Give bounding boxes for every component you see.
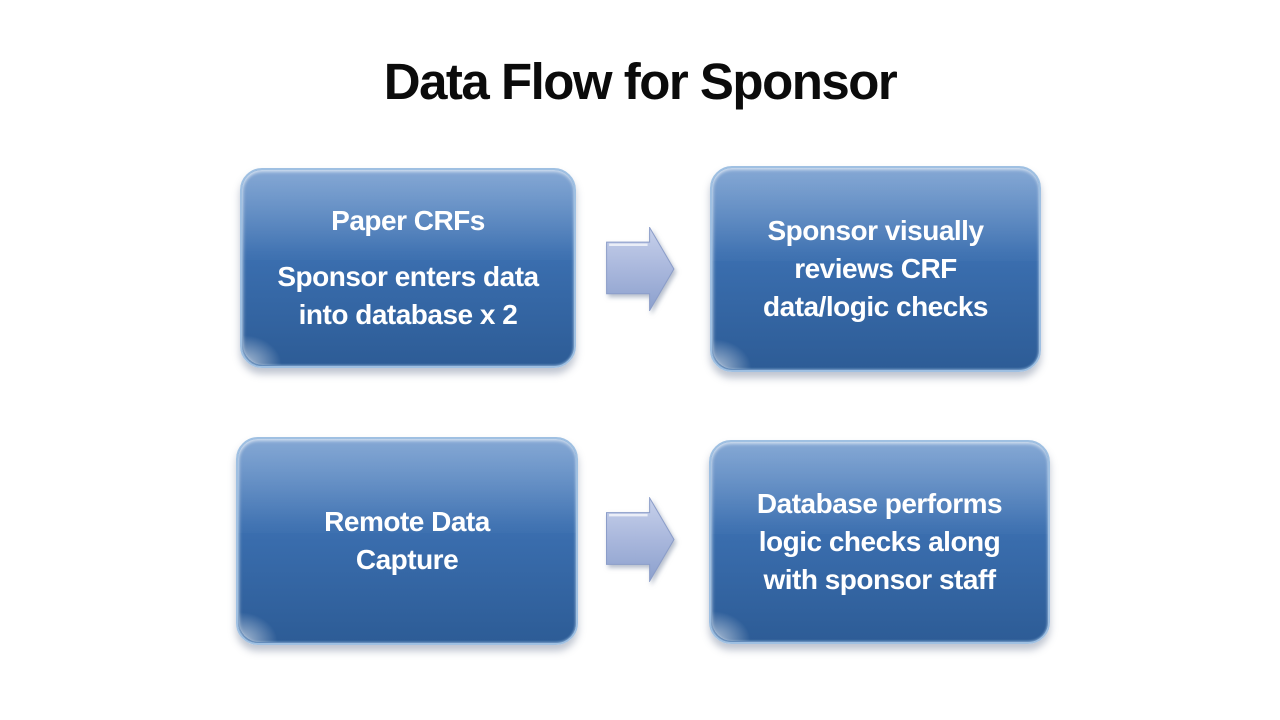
right-arrow-icon — [606, 227, 675, 311]
flow-box-sponsor-visual-review: Sponsor visually reviews CRF data/logic … — [710, 166, 1041, 372]
box-line: with sponsor staff — [763, 563, 996, 595]
box-line: Sponsor enters data — [277, 261, 539, 293]
box-line: Paper CRFs — [331, 205, 485, 237]
box-line: logic checks along — [758, 526, 1001, 558]
box-paragraph: Sponsor visually reviews CRF data/logic … — [763, 212, 988, 325]
box-paragraph: Paper CRFs — [331, 202, 485, 240]
box-line: Sponsor visually — [767, 215, 984, 247]
box-line: reviews CRF — [794, 253, 957, 285]
box-line: data/logic checks — [763, 290, 988, 322]
right-arrow-icon — [606, 497, 675, 582]
box-line: Capture — [355, 544, 459, 575]
box-line: into database x 2 — [298, 298, 518, 330]
flow-box-database-logic-checks: Database performs logic checks along wit… — [709, 440, 1050, 644]
box-line: Database performs — [756, 488, 1003, 520]
slide-title: Data Flow for Sponsor — [383, 53, 898, 110]
flow-box-paper-crfs: Paper CRFs Sponsor enters data into data… — [240, 168, 576, 368]
box-paragraph: Database performs logic checks along wit… — [756, 485, 1003, 598]
flow-box-remote-data-capture: Remote Data Capture — [236, 437, 578, 645]
box-paragraph: Remote Data Capture — [324, 503, 490, 579]
box-line: Remote Data — [324, 506, 490, 538]
box-paragraph: Sponsor enters data into database x 2 — [277, 258, 539, 334]
